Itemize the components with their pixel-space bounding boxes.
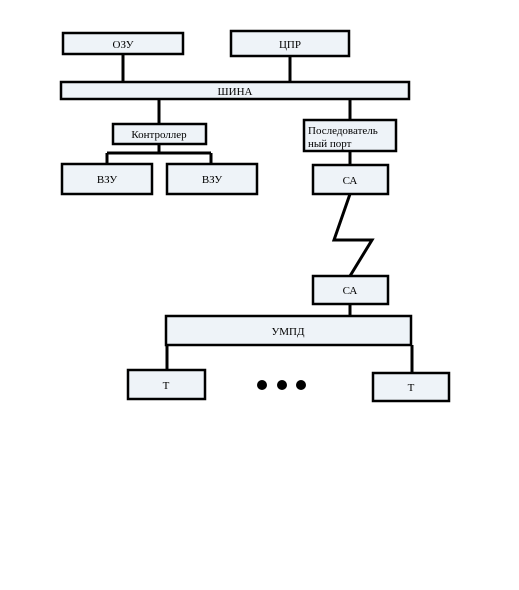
- node-controller-label: Контроллер: [131, 129, 187, 141]
- node-terminal-left: Т: [126, 368, 207, 401]
- node-serial-port-label-2: ный порт: [308, 138, 352, 150]
- node-ext-storage-1-label: ВЗУ: [97, 174, 118, 186]
- node-multiplexer: УМПД: [164, 314, 413, 347]
- node-ext-storage-2-label: ВЗУ: [202, 174, 223, 186]
- ellipsis-dot-2: [277, 380, 287, 390]
- node-controller: Контроллер: [111, 122, 208, 146]
- node-ram-label: ОЗУ: [113, 39, 134, 51]
- node-terminal-right: Т: [371, 371, 451, 403]
- node-multiplexer-label: УМПД: [271, 326, 305, 338]
- node-ram: ОЗУ: [61, 31, 185, 56]
- node-serial-port: Последователь ный порт: [302, 118, 398, 153]
- node-bus: ШИНА: [59, 80, 411, 101]
- node-terminal-left-label: Т: [163, 380, 170, 392]
- node-cpu-label: ЦПР: [279, 39, 301, 51]
- node-serial-port-label-1: Последователь: [308, 125, 378, 137]
- node-bus-label: ШИНА: [218, 86, 253, 98]
- edge-adapter-link: [331, 193, 375, 277]
- node-adapter-top: СА: [311, 163, 390, 196]
- ellipsis-dot-1: [257, 380, 267, 390]
- ellipsis-dot-3: [296, 380, 306, 390]
- connectors: [105, 54, 414, 373]
- node-adapter-bottom: СА: [311, 274, 390, 306]
- node-adapter-bottom-label: СА: [343, 285, 358, 297]
- node-cpu: ЦПР: [229, 29, 351, 58]
- node-ext-storage-2: ВЗУ: [165, 162, 259, 196]
- node-adapter-top-label: СА: [343, 175, 358, 187]
- ellipsis-dots: [257, 380, 306, 390]
- node-ext-storage-1: ВЗУ: [60, 162, 154, 196]
- node-terminal-right-label: Т: [408, 382, 415, 394]
